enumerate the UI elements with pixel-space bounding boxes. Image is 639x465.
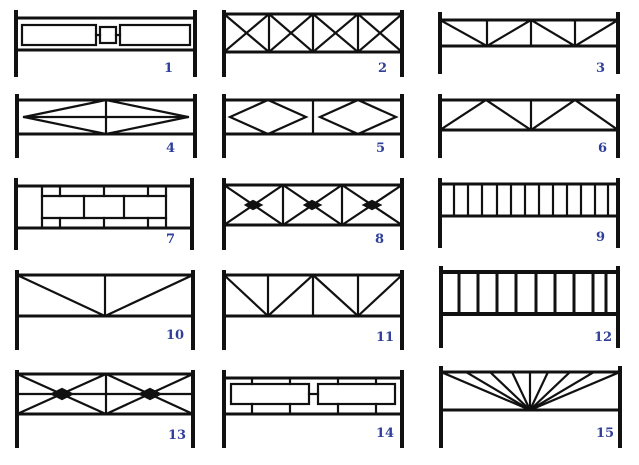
design-label: 7 [166,232,175,247]
design-label: 13 [168,428,186,443]
design-label: 15 [596,426,614,441]
fence-design-6 [438,94,620,158]
design-label: 9 [596,230,605,245]
fence-design-13 [15,370,195,448]
fence-design-10 [15,270,195,350]
fence-design-14 [222,370,404,448]
fence-design-12 [439,266,620,348]
fence-design-2 [222,10,404,77]
fence-design-4 [15,94,197,158]
design-label: 11 [376,330,394,345]
fence-design-7 [14,178,194,250]
design-label: 3 [596,61,605,76]
design-label: 4 [166,141,175,156]
fence-design-15 [439,366,622,448]
design-label: 2 [378,61,387,76]
design-label: 1 [164,61,173,76]
design-label: 12 [594,330,612,345]
fence-design-8 [222,178,404,250]
design-label: 14 [376,426,394,441]
fence-design-1 [14,10,197,77]
design-label: 5 [376,141,385,156]
design-label: 10 [166,328,184,343]
fence-design-5 [222,94,404,158]
design-label: 8 [375,232,384,247]
fence-design-9 [438,178,620,248]
fence-design-3 [438,12,620,74]
fence-design-11 [222,270,404,350]
design-label: 6 [598,141,607,156]
